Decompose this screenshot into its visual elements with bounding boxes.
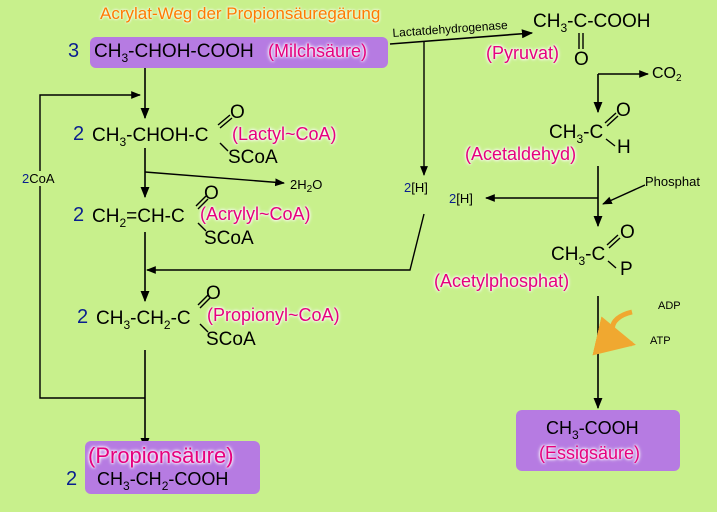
water-product: 2H2O	[290, 177, 323, 195]
bond-propionyl-co-2	[199, 297, 211, 309]
propionate-name: (Propionsäure)	[88, 443, 234, 468]
adp-label: ADP	[658, 300, 681, 312]
lactyl-coa-oxygen: O	[230, 102, 245, 123]
pyruvate-formula: CH3-C-COOH	[533, 11, 651, 35]
acetaldehyde-formula: CH3-C	[549, 122, 604, 146]
adp-atp-arrow	[592, 309, 636, 356]
co2-product: CO2	[652, 65, 682, 84]
acrylyl-coa-name: (Acrylyl~CoA)	[200, 204, 311, 224]
propionate-coefficient: 2	[66, 468, 78, 490]
phosphate-input: Phosphat	[645, 174, 700, 189]
acrylyl-coa-scoa: SCoA	[204, 228, 254, 249]
arrow-coa-loop	[39, 91, 145, 399]
acetate-name: (Essigsäure)	[539, 443, 641, 463]
propionyl-coa-formula: CH3-CH2-C	[96, 308, 191, 332]
acetylphosphate-oxygen: O	[620, 222, 635, 243]
bond-propionyl-co	[197, 294, 209, 306]
lactate-coefficient: 3	[68, 40, 80, 62]
arrow-phosphate-in	[602, 184, 646, 205]
lactyl-coa-coefficient: 2	[73, 123, 85, 145]
arrow-lactate-to-pyruvate	[389, 29, 534, 45]
bond-acetylphosphate-cp	[607, 260, 617, 269]
bond-acrylyl-cs	[197, 222, 207, 232]
bond-propionyl-cs	[199, 323, 209, 333]
acrylyl-coa-coefficient: 2	[73, 204, 85, 226]
arrow-water-release	[144, 171, 285, 187]
lactate-name: (Milchsäure)	[268, 41, 368, 61]
propionyl-coa-oxygen: O	[206, 283, 221, 304]
acetylphosphate-formula: CH3-C	[551, 244, 606, 268]
lactyl-coa-scoa: SCoA	[228, 147, 278, 168]
bond-lactyl-co	[217, 114, 231, 126]
bond-lactyl-co-2	[219, 117, 233, 129]
hydrogen-label-left: 2[H]	[404, 180, 428, 195]
arrow-hydrogen-to-acrylyl	[146, 213, 425, 274]
pyruvate-oxygen: O	[574, 49, 589, 70]
lactyl-coa-name: (Lactyl~CoA)	[232, 124, 337, 144]
acetaldehyde-name: (Acetaldehyd)	[465, 144, 577, 164]
bond-acetaldehyde-ch	[605, 138, 616, 147]
bond-acetylphosphate-co	[606, 234, 619, 246]
coa-loop-label: 2CoA	[22, 171, 55, 186]
lactyl-coa-formula: CH3-CHOH-C	[92, 125, 209, 149]
propionyl-coa-coefficient: 2	[77, 306, 89, 328]
acetaldehyde-hydrogen: H	[617, 137, 631, 158]
lactate-box	[90, 37, 388, 68]
bond-acetaldehyde-co-2	[606, 115, 619, 127]
diagram-title: Acrylat-Weg der Propionsäuregärung	[100, 4, 381, 23]
bond-acetylphosphate-co-2	[608, 237, 621, 249]
bond-lactyl-cs	[219, 142, 229, 152]
acetylphosphate-name: (Acetylphosphat)	[434, 271, 570, 291]
propionyl-coa-name: (Propionyl~CoA)	[207, 305, 340, 325]
acrylyl-coa-oxygen: O	[204, 183, 219, 204]
hydrogen-label-right: 2[H]	[449, 191, 473, 206]
atp-label: ATP	[650, 335, 671, 347]
acetaldehyde-oxygen: O	[616, 100, 631, 121]
bond-acetaldehyde-co	[604, 112, 617, 124]
acetylphosphate-phosphorus: P	[620, 259, 633, 280]
propionyl-coa-scoa: SCoA	[206, 329, 256, 350]
acetate-formula: CH3-COOH	[546, 418, 639, 442]
propionate-formula: CH3-CH2-COOH	[97, 469, 229, 493]
bond-acrylyl-co	[195, 195, 207, 207]
bond-acrylyl-co-2	[197, 198, 209, 210]
acetate-box	[516, 410, 680, 471]
lactate-formula: CH3-CHOH-COOH	[94, 41, 254, 65]
propionate-box	[85, 441, 260, 494]
pyruvate-name: (Pyruvat)	[486, 43, 560, 63]
acrylyl-coa-formula: CH2=CH-C	[92, 206, 185, 230]
